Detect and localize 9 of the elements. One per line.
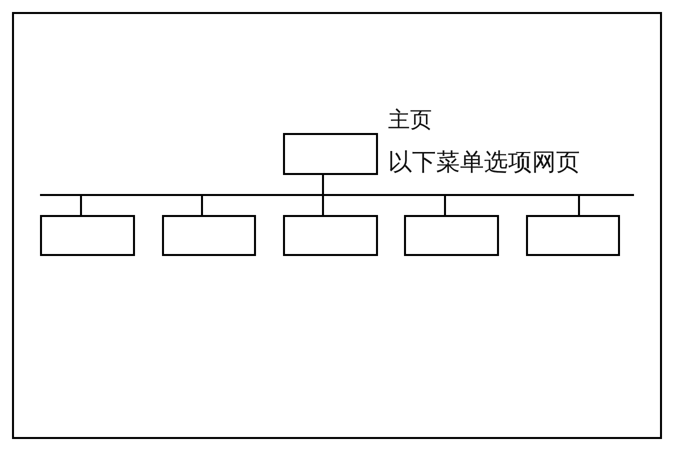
page-box bbox=[283, 215, 378, 256]
page-box bbox=[162, 215, 256, 256]
page-title: 主页 bbox=[388, 109, 432, 131]
page-box bbox=[526, 215, 620, 256]
page-box bbox=[40, 215, 135, 256]
note-text: 以下菜单选项网页 bbox=[388, 151, 580, 175]
page-box bbox=[404, 215, 499, 256]
page-box bbox=[283, 133, 378, 175]
connector-line bbox=[322, 175, 580, 215]
